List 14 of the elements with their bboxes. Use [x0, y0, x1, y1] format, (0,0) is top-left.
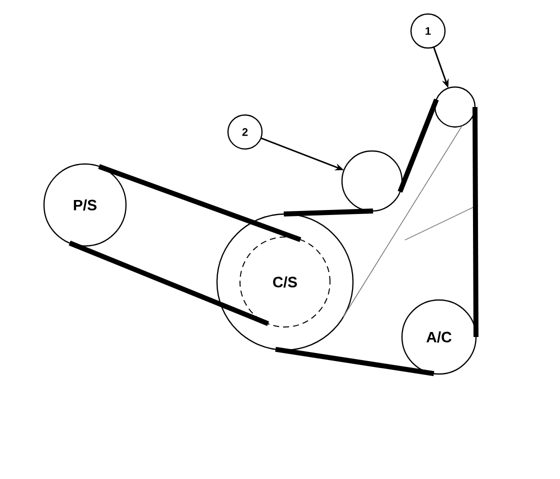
belt [398, 98, 439, 193]
idler-pulley [341, 150, 403, 212]
pulley: C/S [216, 213, 354, 351]
guide-line [342, 125, 463, 318]
belt [284, 208, 374, 216]
idler-pulley [434, 86, 476, 128]
belt [98, 164, 302, 242]
belt [472, 106, 478, 337]
pulley: P/S [43, 163, 127, 247]
callout-number: 1 [410, 13, 446, 49]
belt [68, 240, 270, 326]
callout-number: 2 [227, 114, 263, 150]
pulley: A/C [401, 299, 477, 375]
belt [275, 346, 434, 376]
